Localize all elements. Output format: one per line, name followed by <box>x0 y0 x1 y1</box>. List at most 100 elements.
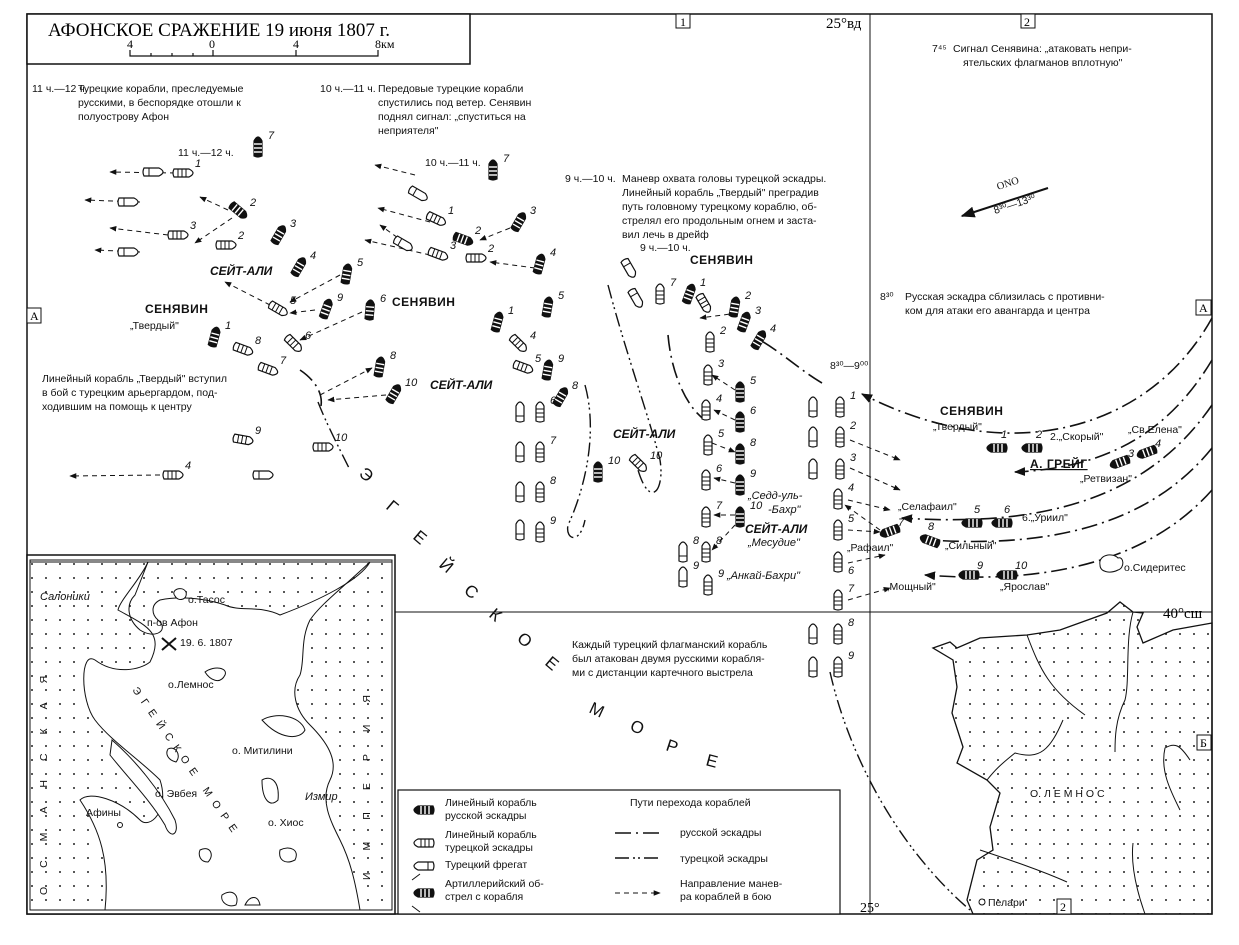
ship-turkish-line <box>167 230 189 240</box>
svg-text:О. Л Е М Н О С: О. Л Е М Н О С <box>1030 788 1105 800</box>
svg-text:8км: 8км <box>375 37 395 51</box>
svg-text:25°: 25° <box>860 901 880 916</box>
ship-number: 8 <box>693 535 700 547</box>
svg-text:о. Эвбея: о. Эвбея <box>155 788 197 800</box>
svg-text:был атакован двумя русскими ко: был атакован двумя русскими корабля- <box>572 653 765 665</box>
note-9-10: 9 ч.—10 ч. Маневр охвата головы турецкой… <box>565 173 826 241</box>
ship-russian-line <box>364 299 375 321</box>
sea-name: Э Г Е Й С К О Е М О Р Е <box>355 464 719 772</box>
lemnos-island: О. Л Е М Н О С Пелари <box>931 601 1213 915</box>
ship-number: 6 <box>750 405 757 417</box>
svg-text:7⁴⁵: 7⁴⁵ <box>932 43 947 55</box>
ship-turkish-line <box>701 506 711 528</box>
ship-number: 1 <box>1001 429 1007 441</box>
note-11-12: 11 ч.—12 ч. Турецкие корабли, преследуем… <box>32 83 244 123</box>
ship-turkish-line <box>232 433 254 446</box>
svg-text:Е: Е <box>704 751 720 772</box>
ship-number: 8 <box>928 521 935 533</box>
ship-number: 9 <box>693 560 699 572</box>
svg-text:„Ретвизан": „Ретвизан" <box>1080 473 1132 485</box>
ship-turkish-line <box>833 623 843 645</box>
svg-text:А. ГРЕЙГ: А. ГРЕЙГ <box>1030 456 1088 471</box>
ship-russian-line <box>541 296 554 318</box>
svg-text:К: К <box>485 605 505 626</box>
ship-russian-line <box>452 231 474 246</box>
svg-text:путь головному турецкому кора: путь головному турецкому кораблю, об- <box>622 201 817 213</box>
ship-turkish-line <box>835 426 845 448</box>
ship-number: 8 <box>848 617 855 629</box>
ship-russian-line <box>735 474 745 496</box>
ship-russian-line <box>207 326 221 348</box>
wind-arrow: ONO 8³⁰—13³⁰ <box>960 175 1049 218</box>
svg-text:спустились под ветер. Сенявин: спустились под ветер. Сенявин <box>378 97 531 109</box>
svg-text:ONO: ONO <box>996 175 1021 193</box>
svg-text:ком для атаки его авангарда и: ком для атаки его авангарда и центра <box>905 305 1090 317</box>
ship-number: 6 <box>380 293 387 305</box>
ship-number: 4 <box>550 247 556 259</box>
svg-text:СЕНЯВИН: СЕНЯВИН <box>690 253 753 267</box>
svg-text:о.Лемнос: о.Лемнос <box>168 679 214 691</box>
svg-text:11 ч.—12 ч.: 11 ч.—12 ч. <box>32 83 88 95</box>
ship-number: 10 <box>750 500 763 512</box>
svg-text:1: 1 <box>680 15 686 29</box>
legend: Линейный корабль русской эскадры Линейны… <box>397 789 841 915</box>
svg-text:8³⁰—13³⁰: 8³⁰—13³⁰ <box>992 192 1037 217</box>
ship-number: 6 <box>716 463 723 475</box>
ship-turkish-frigate <box>252 470 274 480</box>
ship-russian-line <box>1109 454 1131 469</box>
ship-number: 5 <box>750 375 757 387</box>
ship-turkish-line <box>535 481 545 503</box>
ship-number: 2 <box>474 225 481 237</box>
ship-turkish-line <box>701 541 711 563</box>
ship-russian-line <box>413 888 435 898</box>
svg-text:неприятеля": неприятеля" <box>378 125 439 137</box>
ship-number: 6 <box>848 565 855 577</box>
svg-text:Б: Б <box>1200 736 1207 750</box>
svg-text:Линейный корабль „Твердый" вст: Линейный корабль „Твердый" вступил <box>42 373 227 385</box>
note-flagships: Каждый турецкий флагманский корабль был … <box>572 639 768 679</box>
svg-text:4: 4 <box>293 37 299 51</box>
svg-text:Линейный корабль: Линейный корабль <box>445 797 537 809</box>
ship-number: 4 <box>1155 438 1161 450</box>
svg-text:9 ч.—10 ч.: 9 ч.—10 ч. <box>565 173 616 185</box>
svg-text:русской эскадры: русской эскадры <box>680 827 761 839</box>
ship-number: 6 <box>550 395 557 407</box>
svg-text:40°сш: 40°сш <box>1163 606 1203 622</box>
ship-number: 7 <box>716 500 723 512</box>
svg-text:турецкой эскадры: турецкой эскадры <box>445 842 533 854</box>
ship-number: 8 <box>572 380 579 392</box>
ship-turkish-line <box>535 521 545 543</box>
ship-russian-line <box>488 159 498 181</box>
svg-text:Сигнал Сенявина: „атаковать не: Сигнал Сенявина: „атаковать непри- <box>953 43 1132 55</box>
ship-number: 2 <box>849 420 856 432</box>
ship-number: 8 <box>716 535 723 547</box>
ship-russian-line <box>728 296 741 318</box>
ship-number: 1 <box>850 390 856 402</box>
ship-turkish-frigate <box>678 541 688 563</box>
svg-text:СЕЙТ-АЛИ: СЕЙТ-АЛИ <box>430 376 493 392</box>
ship-turkish-line <box>312 442 334 452</box>
note-10-11: 10 ч.—11 ч. Передовые турецкие корабли с… <box>320 83 531 137</box>
ship-number: 2 <box>249 197 256 209</box>
ship-number: 4 <box>185 460 191 472</box>
sideritis-islet <box>1099 554 1124 573</box>
ship-turkish-line <box>162 470 184 480</box>
ship-number: 1 <box>448 205 454 217</box>
svg-text:ходившим на помощь к центру: ходившим на помощь к центру <box>42 401 192 413</box>
ship-number: 5 <box>357 257 364 269</box>
svg-text:6.„Уриил": 6.„Уриил" <box>1022 512 1068 524</box>
ship-turkish-frigate <box>515 441 525 463</box>
ship-number: 9 <box>848 650 854 662</box>
svg-text:А: А <box>30 309 39 323</box>
svg-text:СЕНЯВИН: СЕНЯВИН <box>145 302 208 316</box>
ship-turkish-line <box>535 441 545 463</box>
ship-number: 9 <box>750 468 756 480</box>
svg-text:Линейный корабль: Линейный корабль <box>445 829 537 841</box>
svg-text:„Ярослав": „Ярослав" <box>1000 581 1050 593</box>
ship-turkish-frigate <box>620 257 637 278</box>
ship-number: 10 <box>405 377 418 389</box>
ship-number: 7 <box>848 583 855 595</box>
ship-number: 9 <box>718 568 724 580</box>
